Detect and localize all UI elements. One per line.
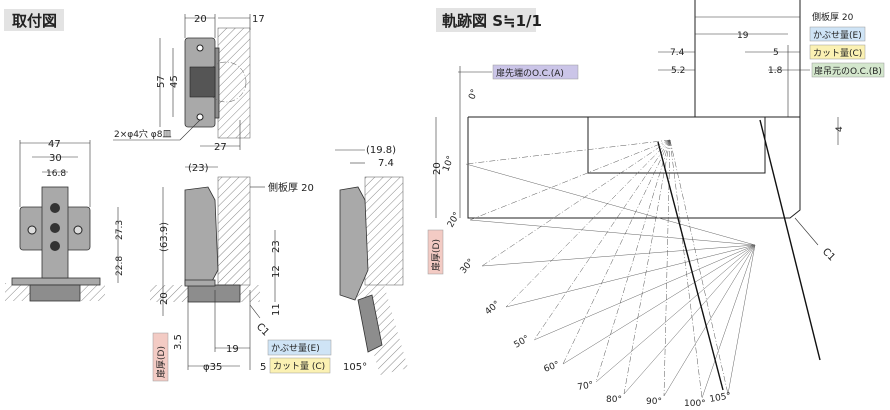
- trajectory-line: [623, 139, 671, 395]
- door-thickness-label: 扉厚(D): [155, 346, 167, 378]
- trajectory-line: [469, 139, 671, 221]
- trajectory-line: [465, 139, 671, 165]
- traj-dim-4: 4: [835, 126, 845, 132]
- dim-phi35: φ35: [203, 362, 222, 373]
- traj-dim-5: 5: [773, 48, 779, 58]
- mounting-title: 取付図: [4, 9, 64, 31]
- dim-22-8: 22.8: [115, 256, 125, 276]
- trajectory-line: [562, 244, 756, 365]
- trajectory-line: [505, 139, 671, 308]
- angle-label: 90°: [646, 397, 662, 407]
- c1-label: C1: [254, 321, 271, 338]
- hole-note: 2×φ4穴 φ8皿: [114, 128, 171, 140]
- side-view-open: (19.8) 7.4 105°: [335, 145, 408, 375]
- dim-57: 57: [156, 75, 167, 88]
- overlay-label: かぶせ量(E): [271, 343, 320, 354]
- traj-dim-5-2: 5.2: [671, 66, 685, 76]
- trajectory-line: [469, 219, 756, 246]
- dim-20: 20: [194, 14, 207, 25]
- angle-label: 105°: [709, 391, 732, 405]
- angle-label: 30°: [459, 257, 477, 276]
- dim-17: 17: [252, 14, 265, 25]
- top-view: 20 17 57 45 2×φ4穴 φ8皿 27: [113, 14, 265, 153]
- dim-23: 23: [271, 240, 282, 253]
- trajectory-line: [669, 139, 703, 399]
- dim-12: 12: [271, 265, 282, 278]
- trajectory-line: [623, 244, 756, 395]
- dim-63-9: (63.9): [159, 222, 170, 252]
- trajectory-line: [595, 244, 756, 383]
- angle-label: 60°: [543, 360, 561, 375]
- trajectory-line: [465, 163, 756, 246]
- front-view: 47 30 16.8 27.3 22.8: [5, 139, 125, 302]
- dim-27: 27: [214, 142, 227, 153]
- trajectory-line: [663, 244, 756, 397]
- traj-oc-b: 扉吊元のO.C.(B): [814, 65, 882, 77]
- angle-label: 80°: [606, 395, 622, 405]
- svg-text:取付図: 取付図: [12, 12, 57, 30]
- traj-dim-19: 19: [737, 31, 749, 41]
- trajectory-line: [533, 139, 671, 341]
- trajectory-title: 軌跡図 S≒1/1: [442, 12, 542, 30]
- traj-cut: カット量(C): [813, 48, 862, 59]
- dim-3-5: 3.5: [173, 334, 184, 350]
- dim-27-3: 27.3: [115, 220, 125, 240]
- side-view-closed: (23) 側板厚 20 (63.9) 20 扉厚(D) 3.5 23 12 11…: [150, 163, 332, 382]
- trajectory-line: [727, 244, 756, 395]
- trajectory-line: [701, 244, 756, 399]
- dim-11: 11: [271, 303, 282, 316]
- traj-oc-a: 扉先端のO.C.(A): [496, 67, 564, 79]
- dim-16-8: 16.8: [46, 169, 66, 179]
- cut-label: カット量 (C): [273, 361, 325, 372]
- trajectory-lines: [465, 139, 756, 399]
- traj-side-panel: 側板厚 20: [812, 11, 854, 23]
- dim-30: 30: [49, 153, 62, 164]
- angle-label: 50°: [513, 334, 532, 351]
- dim-19-8: (19.8): [366, 145, 396, 156]
- trajectory-line: [595, 139, 671, 383]
- traj-dim-20: 20: [432, 162, 443, 175]
- trajectory-line: [669, 139, 729, 395]
- angle-label: 10°: [441, 155, 456, 173]
- dim-20: 20: [159, 292, 170, 305]
- trajectory-line: [562, 139, 671, 365]
- dim-19: 19: [226, 344, 239, 355]
- dim-23-ref: (23): [188, 163, 209, 174]
- angle-label: 40°: [484, 299, 503, 317]
- dim-5: 5: [260, 362, 266, 373]
- dim-45: 45: [169, 75, 180, 88]
- trajectory-line: [505, 244, 756, 308]
- trajectory-line: [533, 244, 756, 341]
- traj-dim-7-4: 7.4: [670, 48, 685, 58]
- angle-label: 70°: [577, 380, 594, 393]
- dim-47: 47: [48, 139, 61, 150]
- traj-overlay: かぶせ量(E): [813, 30, 862, 41]
- dim-7-4: 7.4: [378, 158, 394, 169]
- angle-105: 105°: [343, 362, 367, 373]
- trajectory-line: [481, 244, 756, 267]
- angle-label: 100°: [684, 399, 706, 409]
- traj-dim-1-8: 1.8: [768, 66, 783, 76]
- traj-door-thickness: 扉厚(D): [430, 239, 442, 271]
- side-panel-label: 側板厚 20: [268, 181, 314, 194]
- trajectory-diagram: 軌跡図 S≒1/1 側板厚 20 19 かぶせ量(E) 7.4 5 カット量(C…: [427, 0, 885, 409]
- traj-zero: 0°: [467, 88, 480, 101]
- traj-c1: C1: [820, 246, 837, 263]
- trajectory-line: [663, 139, 671, 397]
- trajectory-line: [481, 139, 671, 267]
